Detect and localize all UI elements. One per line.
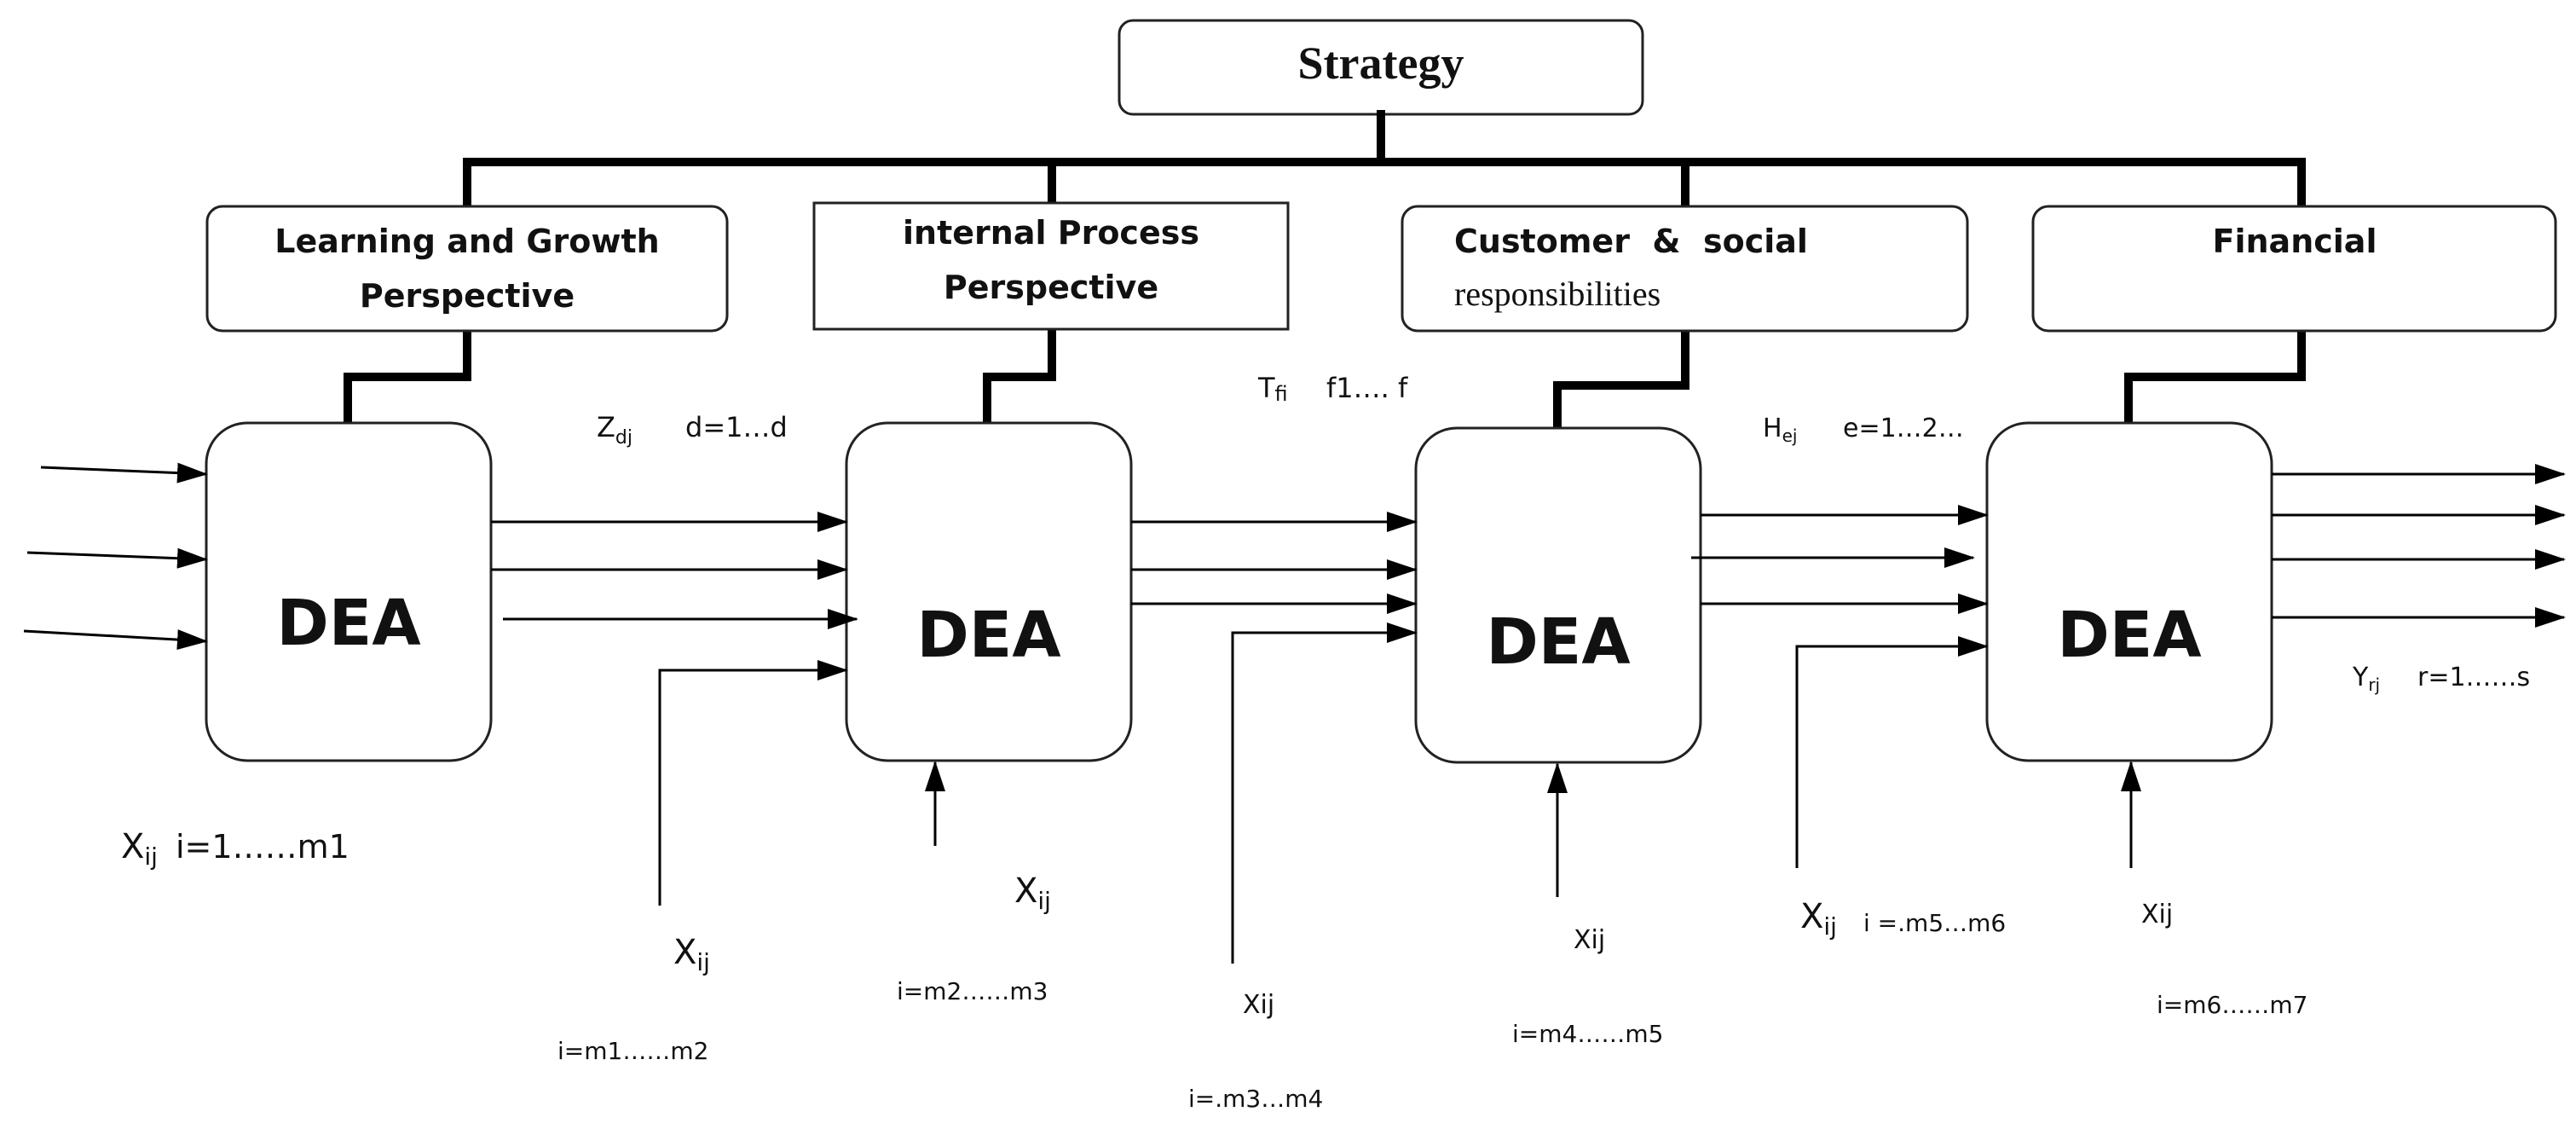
flow-h-var: H: [1763, 414, 1782, 443]
input-label-1: Xij i=1……m1: [121, 827, 349, 871]
dea4-output-arrows: [2272, 464, 2566, 628]
input-5-range: i=m4……m5: [1512, 1020, 1663, 1048]
svg-text:Yrj: Yrj: [2352, 663, 2380, 695]
input-3-range: i=m2……m3: [897, 977, 1048, 1005]
perspective-financial-label: Financial: [2213, 223, 2377, 260]
input-2-sub: ij: [696, 948, 710, 976]
svg-text:Xij: Xij: [1800, 897, 1837, 941]
input-7-range: i=m6……m7: [2157, 991, 2307, 1019]
input-6-range: i =.m5…m6: [1863, 909, 2006, 937]
dea1-input-arrows: [23, 462, 208, 651]
input-label-6: Xij i =.m5…m6: [1800, 897, 2006, 941]
strategy-title: Strategy: [1298, 38, 1464, 89]
input-6-var: X: [1800, 897, 1823, 936]
svg-text:Xij: Xij: [1014, 871, 1051, 915]
flow-z-range: d=1…d: [685, 411, 788, 443]
perspective-internal-line2: Perspective: [944, 269, 1158, 306]
hierarchy-connectors: [344, 110, 2306, 436]
dea-node-2: DEA: [845, 421, 1133, 762]
input-1-sub: ij: [144, 842, 158, 871]
input-3-sub: ij: [1037, 887, 1051, 915]
input-2-range: i=m1……m2: [557, 1037, 708, 1065]
perspective-customer-line1: Customer & social: [1454, 223, 1808, 260]
flow-h-sub: ej: [1782, 426, 1798, 446]
perspective-customer-social: Customer & social responsibilities: [1401, 205, 1969, 333]
input-4-var: Xij: [1243, 990, 1274, 1020]
svg-text:Zdj: Zdj: [597, 411, 632, 449]
flow-h-range: e=1…2…: [1843, 414, 1964, 443]
flow-t-range: f1…. f: [1326, 372, 1408, 404]
dea-node-3: DEA: [1414, 426, 1702, 764]
input-6-sub: ij: [1823, 912, 1837, 941]
flow-y-range: r=1……s: [2417, 663, 2530, 692]
perspective-learning-line2: Perspective: [360, 277, 575, 315]
dea-node-1: DEA: [205, 421, 493, 762]
input-1-var: X: [121, 827, 144, 866]
input-3-var: X: [1014, 871, 1037, 911]
dea-label-2: DEA: [916, 599, 1060, 672]
dea3-to-dea4-arrows: [1691, 505, 1989, 868]
dea-label-3: DEA: [1486, 605, 1630, 679]
flow-z-sub: dj: [615, 427, 632, 449]
flow-label-y: Yrj r=1……s: [2352, 663, 2530, 695]
dea1-to-dea2-arrows: [491, 512, 858, 906]
flow-t-var: T: [1257, 372, 1275, 404]
input-2-var: X: [673, 933, 696, 972]
input-label-3: Xij i=m2……m3: [897, 871, 1051, 1005]
dea2-to-dea3-arrows: [1131, 512, 1418, 964]
flow-label-h: Hej e=1…2…: [1763, 414, 1964, 446]
svg-text:Tfi: Tfi: [1257, 372, 1288, 406]
input-7-var: Xij: [2141, 900, 2173, 929]
flow-label-t: Tfi f1…. f: [1257, 372, 1408, 406]
perspective-internal-line1: internal Process: [903, 214, 1199, 252]
flow-y-var: Y: [2352, 663, 2369, 692]
flow-t-sub: fi: [1275, 382, 1288, 406]
flow-y-sub: rj: [2368, 675, 2380, 695]
input-label-5: Xij i=m4……m5: [1512, 925, 1663, 1048]
svg-text:Xij: Xij: [121, 827, 158, 871]
perspective-learning-line1: Learning and Growth: [274, 223, 659, 260]
input-label-2: Xij i=m1……m2: [557, 933, 710, 1065]
input-5-var: Xij: [1574, 925, 1605, 955]
svg-text:Hej: Hej: [1763, 414, 1797, 446]
dea-label-4: DEA: [2057, 599, 2201, 672]
dea-label-1: DEA: [276, 587, 420, 660]
perspective-financial: Financial: [2031, 205, 2557, 333]
perspective-internal-process: internal Process Perspective: [812, 201, 1290, 331]
flow-label-z: Zdj d=1…d: [597, 411, 788, 449]
perspective-customer-line2: responsibilities: [1454, 275, 1661, 313]
input-label-4: Xij i=.m3…m4: [1188, 990, 1323, 1113]
flow-z-var: Z: [597, 411, 615, 443]
input-label-7: Xij i=m6……m7: [2141, 900, 2307, 1019]
perspective-learning-growth: Learning and Growth Perspective: [205, 205, 729, 333]
svg-text:Xij: Xij: [673, 933, 710, 976]
dea-node-4: DEA: [1985, 421, 2273, 762]
strategy-node: Strategy: [1118, 19, 1644, 116]
input-1-range: i=1……m1: [176, 828, 349, 866]
input-4-range: i=.m3…m4: [1188, 1085, 1323, 1113]
